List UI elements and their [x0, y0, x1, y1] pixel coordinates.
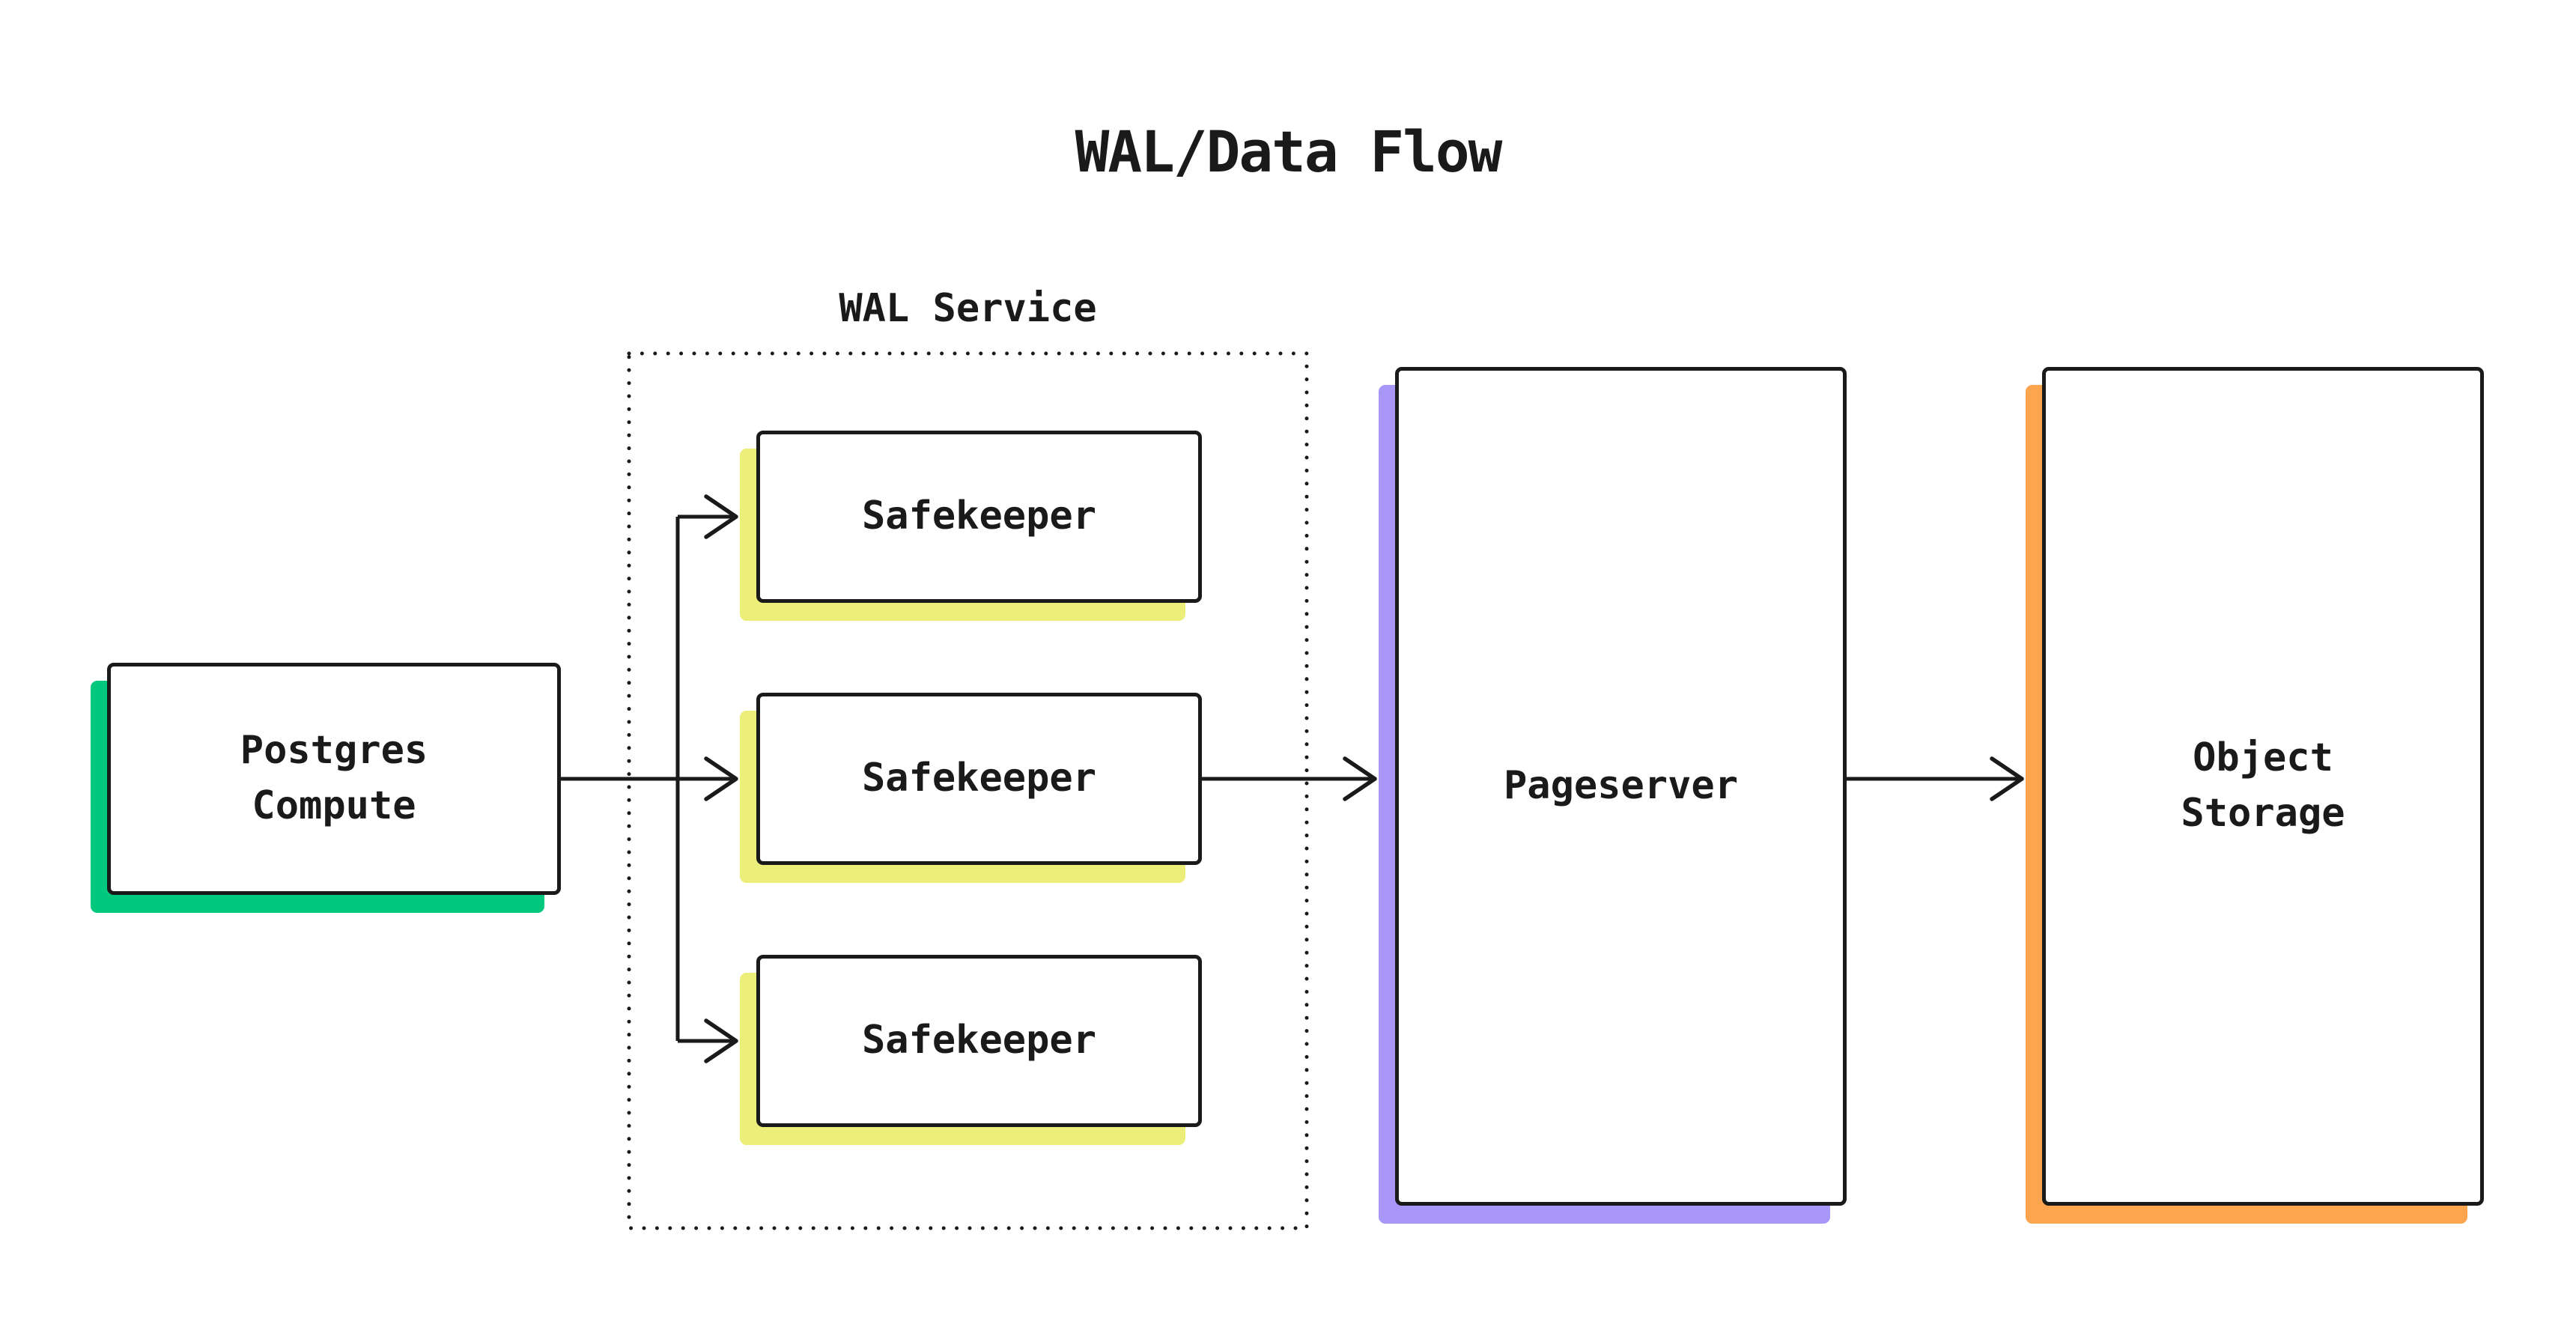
- node-safekeeper-3-label: Safekeeper: [861, 1018, 1097, 1063]
- wal-service-group-label: WAL Service: [839, 286, 1097, 331]
- node-safekeeper-1-label: Safekeeper: [861, 494, 1097, 539]
- node-safekeeper-3: Safekeeper: [756, 955, 1202, 1127]
- arrowhead-object-storage: [1990, 756, 2024, 801]
- node-object-storage: Object Storage: [2042, 367, 2484, 1206]
- arrowhead-safekeeper-3: [704, 1018, 738, 1063]
- arrowhead-safekeeper-2: [704, 756, 738, 801]
- node-postgres-compute-label: Postgres Compute: [240, 728, 428, 828]
- node-safekeeper-1: Safekeeper: [756, 431, 1202, 603]
- diagram-title: WAL/Data Flow: [1075, 118, 1503, 185]
- node-safekeeper-2: Safekeeper: [756, 693, 1202, 865]
- arrowhead-safekeeper-1: [704, 494, 738, 539]
- node-safekeeper-2-label: Safekeeper: [861, 756, 1097, 801]
- node-pageserver: Pageserver: [1395, 367, 1847, 1206]
- node-pageserver-label: Pageserver: [1503, 763, 1739, 809]
- node-object-storage-label: Object Storage: [2181, 735, 2345, 836]
- node-postgres-compute: Postgres Compute: [107, 663, 561, 895]
- arrowhead-pageserver: [1343, 756, 1377, 801]
